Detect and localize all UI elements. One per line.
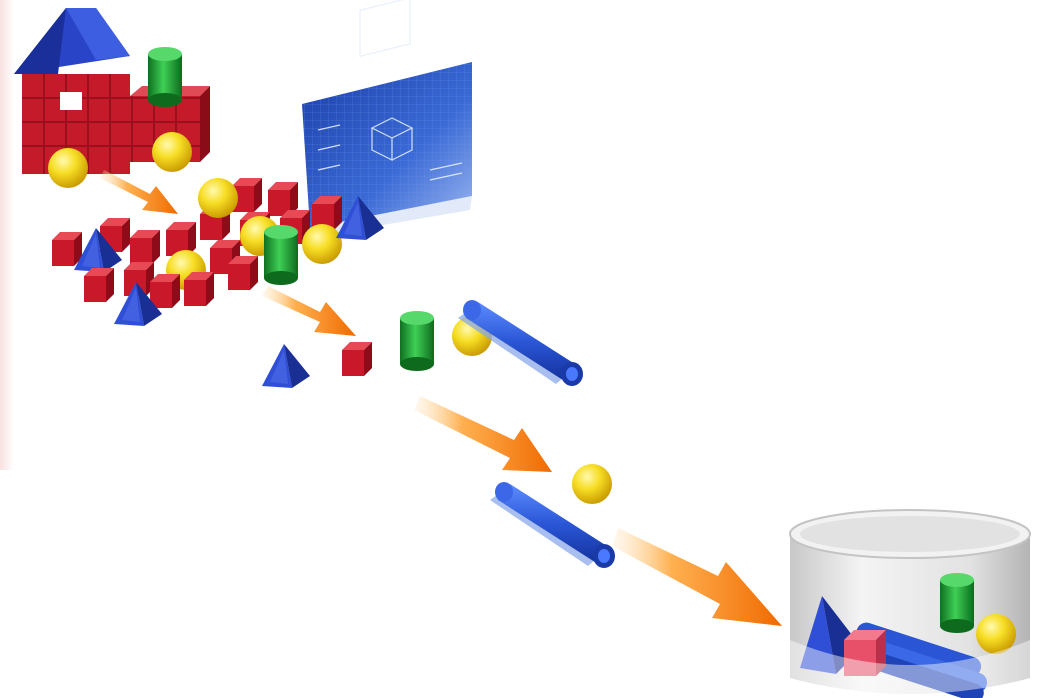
scattered-blocks-icon: [52, 178, 384, 326]
toy-house-icon: [14, 8, 210, 188]
flow-arrow-icon: [100, 170, 178, 214]
separated-components-icon: [262, 311, 492, 388]
flow-arrow-icon: [612, 528, 782, 626]
storage-container-icon: [790, 510, 1030, 698]
sorted-components-icon: [490, 464, 615, 568]
flow-arrow-icon: [414, 396, 552, 472]
flow-arrow-icon: [262, 286, 356, 336]
